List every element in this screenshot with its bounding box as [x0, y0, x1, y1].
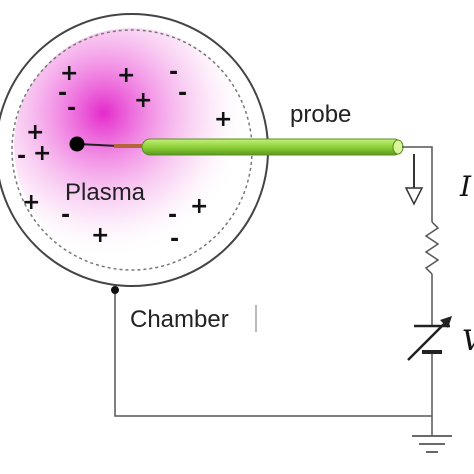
probe-shaft: [141, 138, 403, 156]
positive-charge: +: [117, 63, 135, 88]
current-direction-arrow-icon: [404, 154, 424, 206]
circuit: [114, 146, 440, 436]
probe-tip: [69, 136, 85, 152]
positive-charge: +: [134, 88, 152, 113]
positive-charge: +: [33, 141, 51, 166]
positive-charge: +: [22, 190, 40, 215]
voltage-label: V: [462, 324, 474, 357]
negative-charge: -: [178, 81, 187, 106]
negative-charge: -: [168, 203, 177, 228]
positive-charge: +: [60, 61, 78, 86]
ground-icon: [412, 435, 452, 453]
negative-charge: -: [170, 227, 179, 252]
negative-charge: -: [67, 96, 76, 121]
positive-charge: +: [190, 194, 208, 219]
chamber-connection-node: [111, 286, 119, 294]
negative-charge: -: [169, 60, 178, 85]
variable-voltage-source: [407, 316, 452, 361]
probe-end-cap: [392, 139, 404, 155]
resistor: [424, 221, 440, 275]
probe-tip-wire: [77, 143, 119, 147]
charges: + + - - - - + + + - + + + - - + -: [17, 60, 232, 252]
positive-charge: +: [214, 107, 232, 132]
chamber-return-wire: [114, 290, 432, 417]
positive-charge: +: [91, 223, 109, 248]
negative-charge: -: [17, 144, 26, 169]
negative-charge: -: [58, 81, 67, 106]
probe-lead-wire: [402, 146, 433, 222]
plasma-label: Plasma: [65, 179, 146, 206]
negative-charge: -: [61, 203, 70, 228]
probe-label: probe: [290, 101, 351, 128]
positive-charge: +: [26, 120, 44, 145]
current-label: I: [459, 170, 472, 203]
chamber-label: Chamber: [130, 306, 229, 333]
